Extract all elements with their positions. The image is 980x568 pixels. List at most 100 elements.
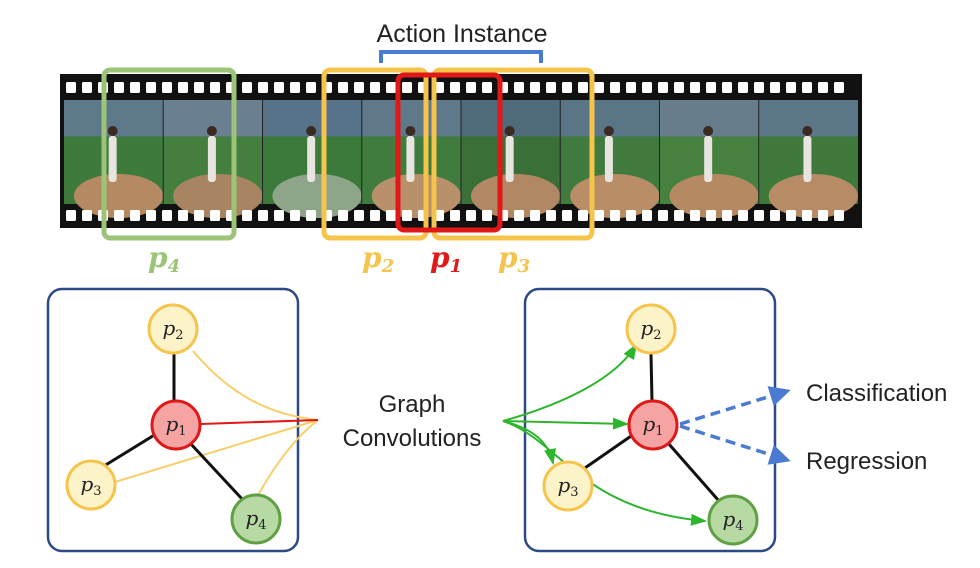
sprocket-hole: [306, 210, 316, 221]
sprocket-hole: [290, 210, 300, 221]
sprocket-hole: [114, 82, 124, 93]
sprocket-hole: [210, 82, 220, 93]
sprocket-hole: [546, 210, 556, 221]
sprocket-hole: [738, 210, 748, 221]
sprocket-hole: [82, 82, 92, 93]
sprocket-hole: [658, 210, 668, 221]
film-frame: [163, 100, 263, 218]
action-instance-bracket: [379, 50, 543, 63]
sprocket-hole: [386, 82, 396, 93]
arrow-to-classification: [679, 386, 791, 426]
sprocket-hole: [834, 82, 844, 93]
right-graph-panel: p2 p1 p3 p4: [502, 287, 777, 553]
right-panel-border: [523, 287, 777, 553]
proposal-box-p1: [395, 72, 503, 233]
classification-label: Classification: [806, 380, 947, 407]
regression-label: Regression: [806, 448, 927, 475]
sprocket-hole: [610, 210, 620, 221]
sprocket-hole: [402, 82, 412, 93]
sprocket-hole: [354, 82, 364, 93]
right-edge-p1-p4: [666, 442, 721, 502]
sprocket-hole: [754, 82, 764, 93]
sprocket-hole: [786, 210, 796, 221]
sprocket-hole: [690, 82, 700, 93]
sprocket-hole: [674, 82, 684, 93]
sprocket-hole: [82, 210, 92, 221]
film-sprockets-bottom: [66, 210, 844, 221]
sprocket-hole: [834, 210, 844, 221]
film-sprockets-top: [66, 82, 844, 93]
proposal-label-p1: p1: [430, 241, 462, 277]
sprocket-hole: [338, 210, 348, 221]
sprocket-hole: [146, 210, 156, 221]
film-frame: [659, 100, 759, 218]
sprocket-hole: [802, 210, 812, 221]
sprocket-hole: [578, 210, 588, 221]
sprocket-hole: [754, 210, 764, 221]
sprocket-hole: [306, 82, 316, 93]
right-arrow-to-p2: [502, 343, 638, 422]
film-frame: [361, 100, 461, 218]
right-node-p3: p3: [542, 460, 594, 512]
sprocket-hole: [370, 82, 380, 93]
sprocket-hole: [626, 82, 636, 93]
sprocket-hole: [594, 210, 604, 221]
sprocket-hole: [242, 210, 252, 221]
sprocket-hole: [658, 82, 668, 93]
right-arrow-to-p3: [502, 420, 556, 465]
sprocket-hole: [562, 210, 572, 221]
svg-text:p3: p3: [557, 473, 578, 500]
sprocket-hole: [770, 210, 780, 221]
sprocket-hole: [546, 82, 556, 93]
svg-text:p4: p4: [245, 506, 266, 533]
svg-text:p4: p4: [722, 507, 743, 534]
sprocket-hole: [578, 82, 588, 93]
proposal-box-p2: [321, 67, 429, 241]
sprocket-hole: [450, 210, 460, 221]
sprocket-hole: [610, 82, 620, 93]
proposal-box-p4: [101, 67, 237, 241]
svg-text:p3: p3: [80, 472, 101, 499]
sprocket-hole: [594, 82, 604, 93]
sprocket-hole: [242, 82, 252, 93]
sprocket-hole: [130, 210, 140, 221]
sprocket-hole: [178, 210, 188, 221]
sprocket-hole: [818, 210, 828, 221]
sprocket-hole: [274, 210, 284, 221]
sprocket-hole: [402, 210, 412, 221]
sprocket-hole: [290, 82, 300, 93]
sprocket-hole: [674, 210, 684, 221]
left-edge-p2-conv: [192, 350, 319, 421]
sprocket-hole: [162, 82, 172, 93]
sprocket-hole: [626, 210, 636, 221]
proposal-label-p3: p3: [498, 241, 530, 277]
graph-convolutions-label-line1: Graph: [379, 391, 446, 418]
film-strip: [60, 74, 862, 228]
left-edge-p1-p4: [188, 441, 245, 502]
sprocket-hole: [690, 210, 700, 221]
left-edge-p1-conv: [200, 419, 319, 425]
sprocket-hole: [770, 82, 780, 93]
left-edge-p4-conv: [256, 419, 319, 498]
svg-text:p1: p1: [165, 412, 186, 439]
sprocket-hole: [482, 82, 492, 93]
sprocket-hole: [530, 82, 540, 93]
film-frame: [64, 100, 164, 218]
sprocket-hole: [66, 82, 76, 93]
sprocket-hole: [450, 82, 460, 93]
sprocket-hole: [562, 82, 572, 93]
sprocket-hole: [258, 210, 268, 221]
sprocket-hole: [66, 210, 76, 221]
left-node-p1: p1: [150, 399, 202, 451]
right-edge-p1-p3: [581, 432, 635, 472]
sprocket-hole: [194, 210, 204, 221]
arrow-to-regression: [679, 424, 791, 465]
sprocket-hole: [722, 210, 732, 221]
right-node-p4: p4: [707, 494, 759, 546]
left-node-p3: p3: [65, 459, 117, 511]
svg-text:p2: p2: [640, 316, 661, 343]
sprocket-hole: [514, 82, 524, 93]
graph-convolutions-label-line2: Convolutions: [343, 425, 482, 452]
sprocket-hole: [706, 82, 716, 93]
